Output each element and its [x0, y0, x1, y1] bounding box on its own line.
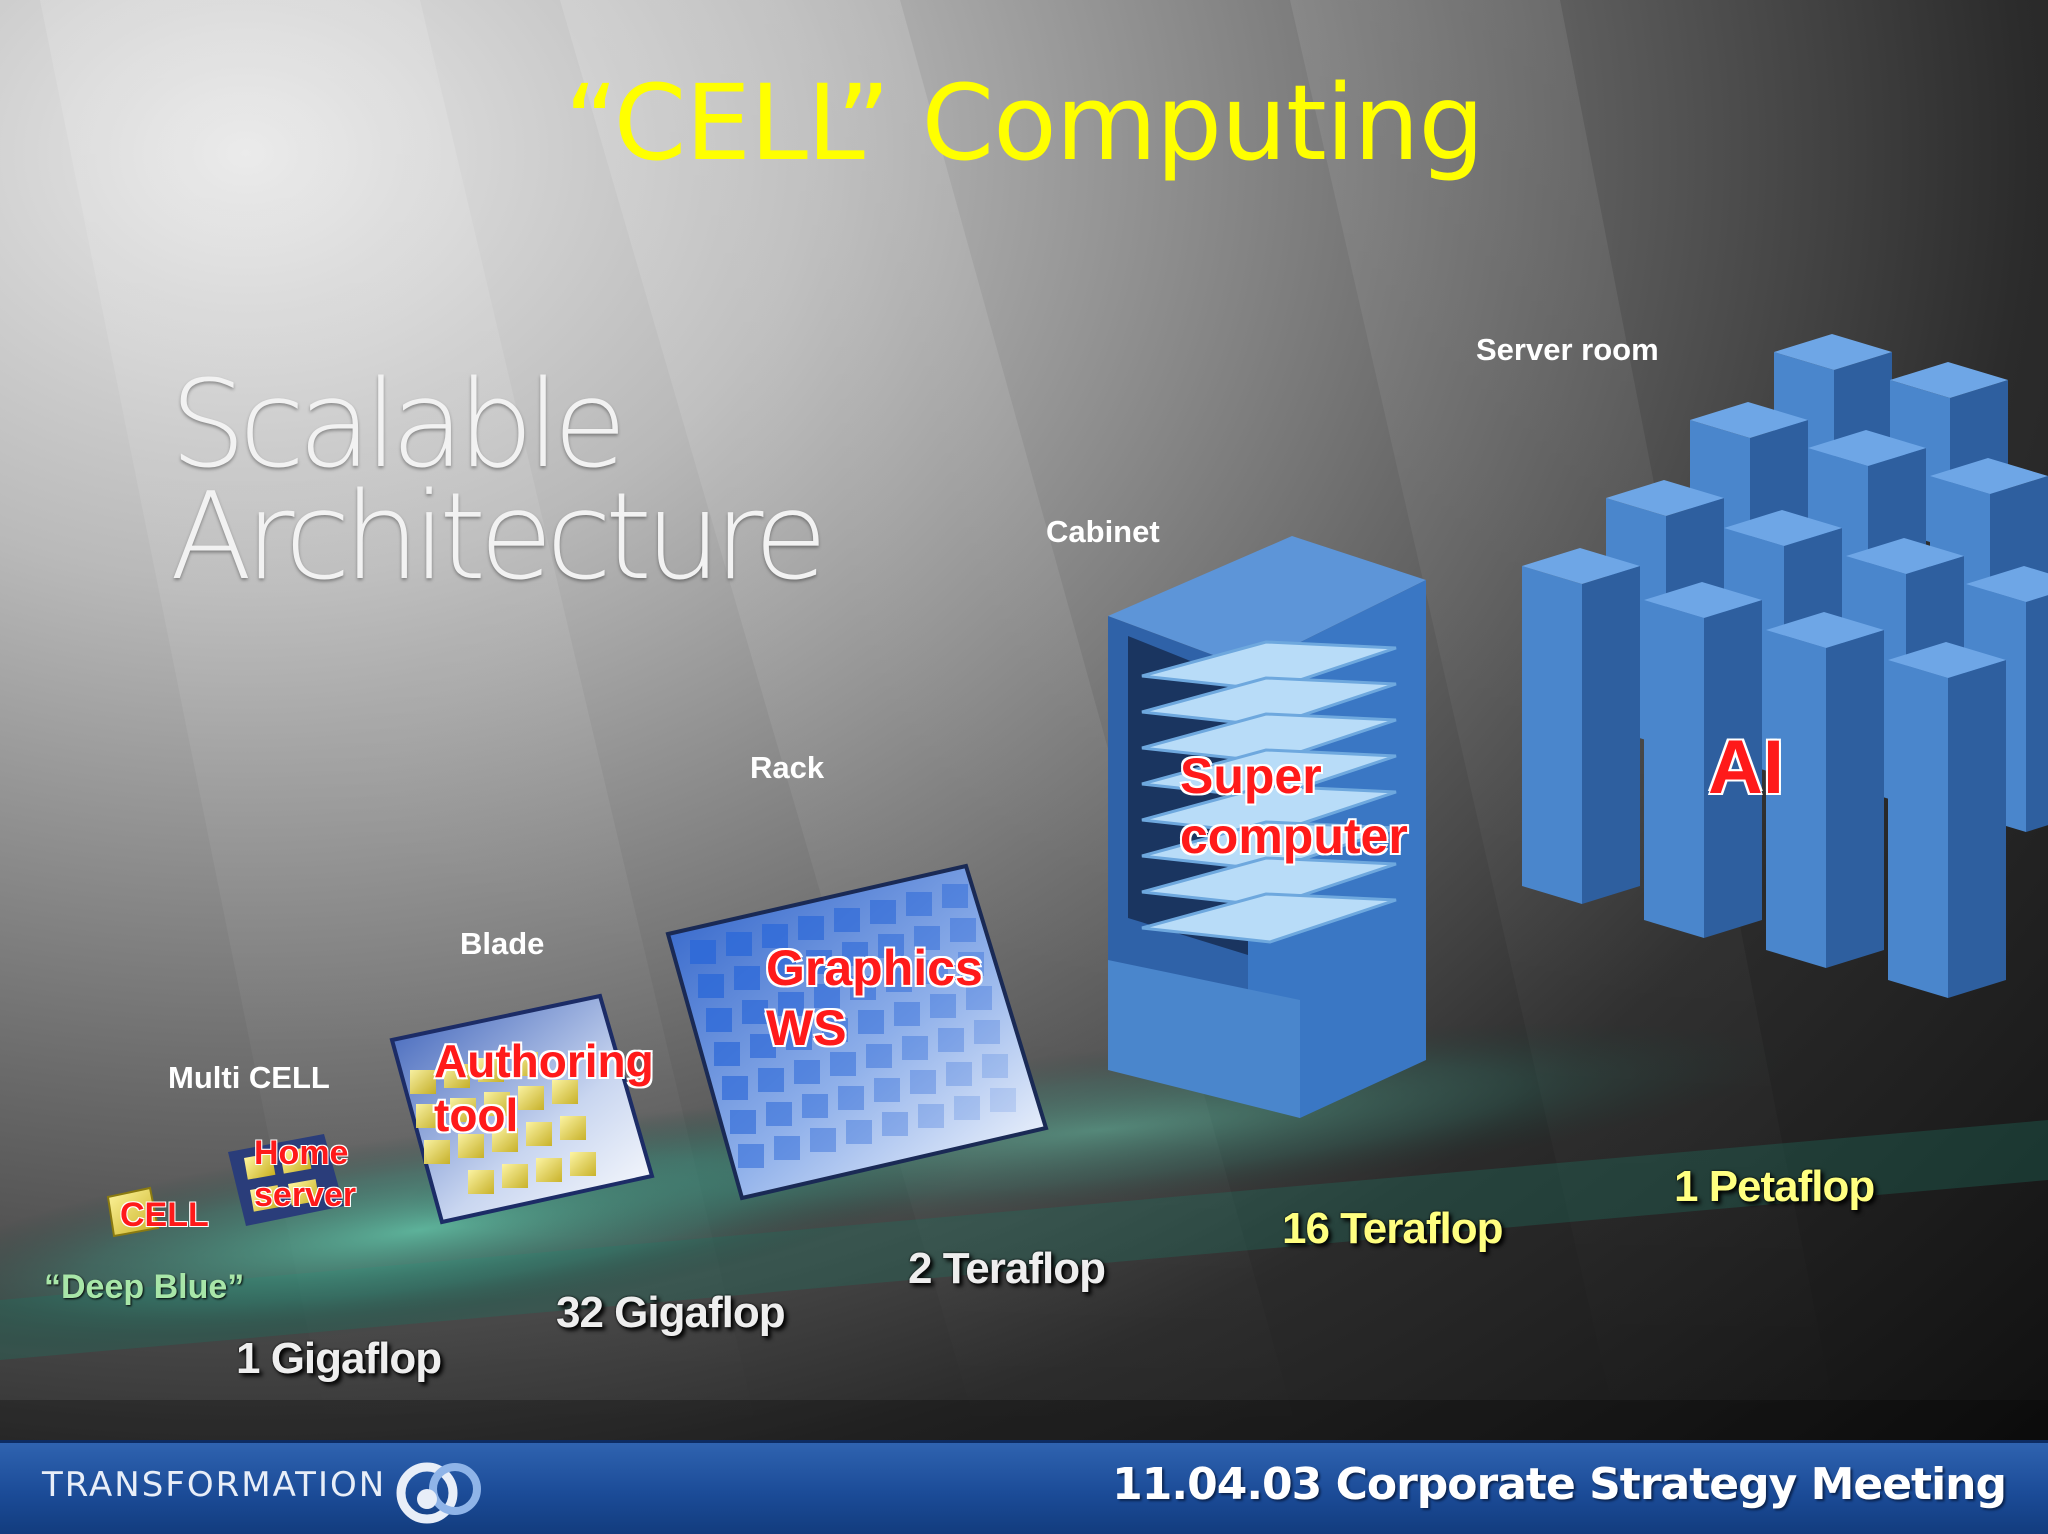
- subtitle-line-2: Architecture: [170, 468, 828, 607]
- label-server-room: Server room: [1476, 332, 1659, 367]
- footer-meeting: 11.04.03 Corporate Strategy Meeting: [1112, 1459, 2007, 1510]
- cell-chip-graphic: [106, 1186, 160, 1238]
- cabinet-graphic: [1108, 536, 1426, 1118]
- app-authoring-tool-line-1: Authoring: [434, 1035, 654, 1087]
- rack-graphic: [665, 863, 1049, 1201]
- label-rack: Rack: [750, 750, 825, 785]
- flop-cell: 1 Gigaflop: [236, 1334, 442, 1383]
- app-supercomputer-line-2: computer: [1180, 808, 1408, 864]
- page-title: “CELL” Computing: [564, 62, 1484, 184]
- flop-cabinet: 16 Teraflop: [1282, 1204, 1503, 1253]
- label-blade: Blade: [460, 926, 545, 961]
- label-deep-blue: “Deep Blue”: [44, 1268, 245, 1306]
- flop-blade: 32 Gigaflop: [556, 1288, 786, 1337]
- app-home-server-line-1: Home: [254, 1134, 349, 1172]
- app-cell: CELL: [120, 1196, 209, 1234]
- multi-cell-graphic: [228, 1134, 344, 1226]
- label-multi-cell: Multi CELL: [168, 1060, 330, 1095]
- app-graphics-ws-line-1: Graphics: [766, 940, 983, 996]
- subtitle-line-1: Scalable: [170, 356, 627, 495]
- app-authoring-tool-line-2: tool: [434, 1089, 519, 1141]
- server-room-graphic: [1522, 334, 2048, 998]
- blade-graphic: [389, 993, 655, 1225]
- flop-rack: 2 Teraflop: [908, 1244, 1106, 1293]
- app-home-server: Home server: [254, 1132, 356, 1216]
- app-home-server-line-2: server: [254, 1176, 357, 1214]
- footer-brand: TRANSFORMATION: [42, 1465, 387, 1505]
- app-graphics-ws-line-2: WS: [766, 1000, 847, 1056]
- app-supercomputer-line-1: Super: [1180, 748, 1322, 804]
- label-cabinet: Cabinet: [1046, 514, 1160, 549]
- app-ai: AI: [1708, 725, 1784, 810]
- app-supercomputer: Super computer: [1180, 746, 1408, 866]
- flop-server-room: 1 Petaflop: [1674, 1162, 1875, 1211]
- subtitle: Scalable Architecture: [170, 356, 828, 607]
- app-authoring-tool: Authoring tool: [434, 1034, 654, 1142]
- footer-bar: TRANSFORMATION 11.04.03 Corporate Strate…: [0, 1440, 2048, 1534]
- transformation-60-logo: [396, 1462, 481, 1524]
- app-graphics-ws: Graphics WS: [766, 938, 983, 1058]
